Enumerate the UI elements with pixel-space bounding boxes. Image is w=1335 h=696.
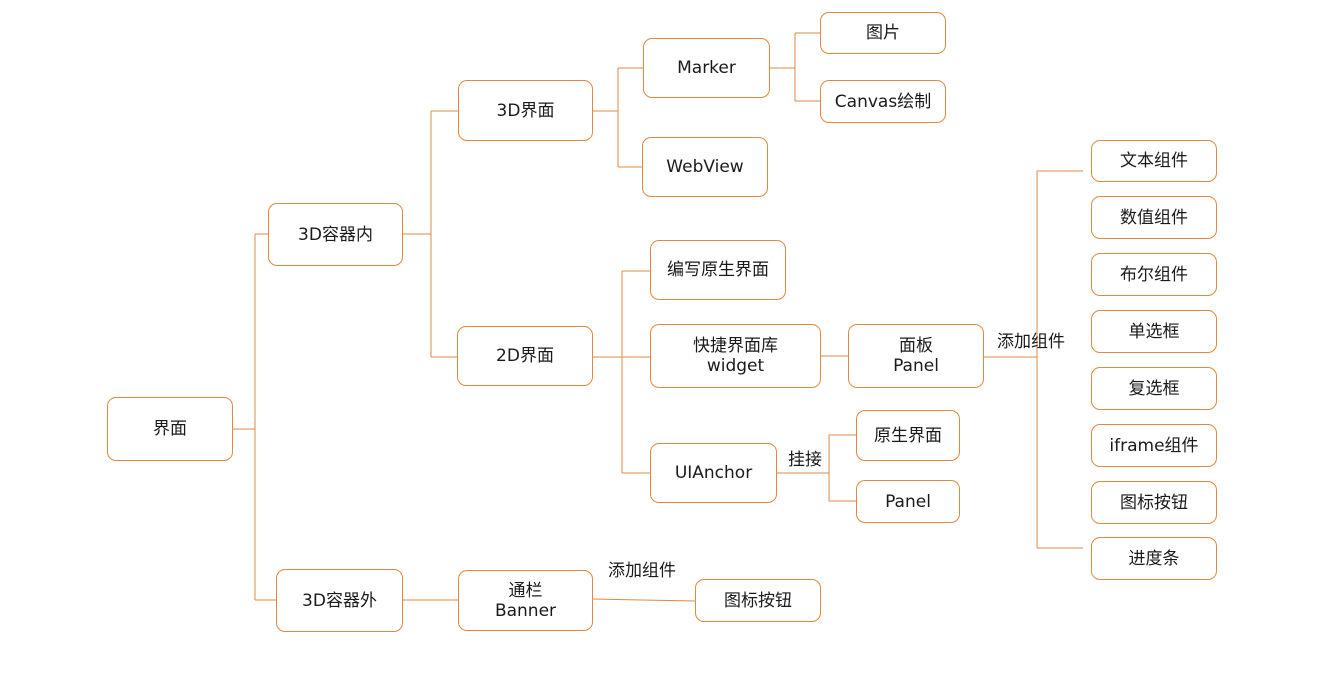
node-component-radio-label: 单选框 bbox=[1128, 321, 1180, 342]
edge-label-add-component-banner: 添加组件 bbox=[608, 561, 676, 581]
node-native-ui-label: 原生界面 bbox=[874, 425, 942, 446]
node-quick-ui-library: 快捷界面库 widget bbox=[650, 324, 821, 388]
edge-root-trunk bbox=[232, 233, 277, 601]
node-component-bool-label: 布尔组件 bbox=[1120, 264, 1188, 285]
node-component-iframe-label: iframe组件 bbox=[1109, 435, 1199, 456]
node-native-write: 编写原生界面 bbox=[650, 240, 786, 300]
node-root: 界面 bbox=[107, 397, 233, 461]
node-root-label: 界面 bbox=[153, 419, 187, 439]
node-webview: WebView bbox=[642, 137, 768, 197]
edge-label-mount: 挂接 bbox=[788, 450, 822, 470]
node-marker-label: Marker bbox=[677, 58, 736, 78]
node-component-icon-button: 图标按钮 bbox=[1091, 481, 1217, 524]
node-uianchor-label: UIAnchor bbox=[674, 463, 753, 483]
node-component-bool: 布尔组件 bbox=[1091, 253, 1217, 296]
node-quick-ui-library-label-line1: 快捷界面库 bbox=[693, 336, 778, 356]
node-component-progress-label: 进度条 bbox=[1128, 548, 1180, 569]
node-panel-box: 面板 Panel bbox=[848, 324, 984, 388]
edge-uianchor-trunk bbox=[776, 434, 857, 502]
node-panel: Panel bbox=[856, 480, 960, 523]
node-quick-ui-library-label-line2: widget bbox=[706, 356, 765, 376]
node-webview-label: WebView bbox=[666, 157, 744, 177]
node-component-icon-button-label: 图标按钮 bbox=[1120, 492, 1188, 513]
edge-panel-components bbox=[983, 170, 1083, 549]
node-component-radio: 单选框 bbox=[1091, 310, 1217, 353]
node-3d-container-inside: 3D容器内 bbox=[268, 203, 403, 266]
node-component-text: 文本组件 bbox=[1091, 140, 1217, 182]
node-panel-label: Panel bbox=[885, 491, 931, 512]
node-banner-label-line2: Banner bbox=[494, 600, 557, 621]
node-component-iframe: iframe组件 bbox=[1091, 424, 1217, 467]
node-banner-icon-button: 图标按钮 bbox=[695, 579, 821, 622]
node-3d-container-outside-label: 3D容器外 bbox=[302, 590, 377, 611]
node-panel-box-label-line1: 面板 bbox=[899, 336, 933, 356]
node-banner: 通栏 Banner bbox=[458, 570, 593, 631]
edge-marker-trunk bbox=[769, 32, 821, 102]
edge-ui3d-trunk bbox=[592, 67, 644, 168]
node-component-number: 数值组件 bbox=[1091, 196, 1217, 239]
edge-ui2d-trunk bbox=[592, 270, 651, 474]
node-canvas-draw: Canvas绘制 bbox=[820, 80, 946, 123]
node-component-progress: 进度条 bbox=[1091, 537, 1217, 580]
node-component-checkbox: 复选框 bbox=[1091, 367, 1217, 410]
edge-label-add-component-panel: 添加组件 bbox=[997, 332, 1065, 352]
node-uianchor: UIAnchor bbox=[650, 443, 777, 503]
node-banner-label-line1: 通栏 bbox=[508, 580, 543, 601]
node-2d-ui: 2D界面 bbox=[457, 326, 593, 386]
node-component-text-label: 文本组件 bbox=[1120, 151, 1188, 171]
node-image: 图片 bbox=[820, 12, 946, 54]
node-marker: Marker bbox=[643, 38, 770, 98]
node-canvas-draw-label: Canvas绘制 bbox=[834, 91, 932, 112]
node-3d-container-outside: 3D容器外 bbox=[276, 569, 403, 632]
edge-in3d-trunk bbox=[402, 110, 459, 358]
node-3d-ui: 3D界面 bbox=[458, 80, 593, 141]
node-native-ui: 原生界面 bbox=[856, 410, 960, 461]
node-component-number-label: 数值组件 bbox=[1120, 207, 1188, 228]
node-3d-ui-label: 3D界面 bbox=[496, 100, 555, 121]
node-banner-icon-button-label: 图标按钮 bbox=[724, 590, 792, 611]
node-3d-container-inside-label: 3D容器内 bbox=[298, 224, 373, 245]
node-image-label: 图片 bbox=[866, 23, 900, 43]
node-panel-box-label-line2: Panel bbox=[893, 356, 939, 376]
node-native-write-label: 编写原生界面 bbox=[667, 260, 769, 280]
edge-banner-iconbutton bbox=[591, 598, 697, 602]
node-2d-ui-label: 2D界面 bbox=[496, 346, 554, 366]
node-component-checkbox-label: 复选框 bbox=[1128, 378, 1180, 399]
